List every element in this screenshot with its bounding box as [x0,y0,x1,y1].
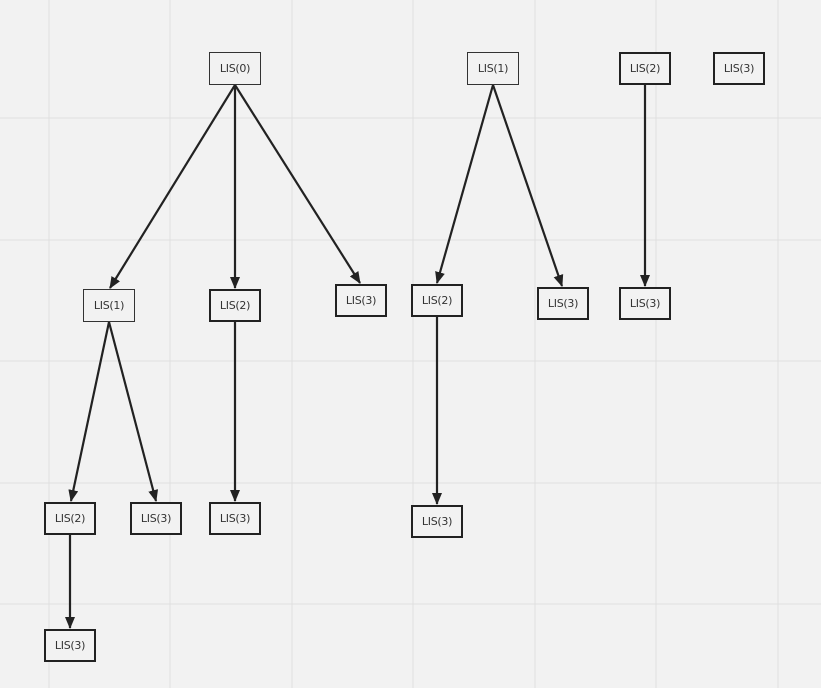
node-lis-2[interactable]: LIS(2) [209,289,261,322]
edge-arrow-n0-n3 [234,84,361,284]
node-lis-2[interactable]: LIS(2) [411,284,463,317]
node-lis-1[interactable]: LIS(1) [83,289,135,322]
edge-arrow-n1-n5 [107,321,159,502]
node-lis-3[interactable]: LIS(3) [411,505,463,538]
node-lis-3[interactable]: LIS(3) [44,629,96,662]
edge-arrow-n1-n4 [68,321,111,502]
node-lis-3[interactable]: LIS(3) [713,52,765,85]
node-lis-3[interactable]: LIS(3) [537,287,589,320]
node-lis-3[interactable]: LIS(3) [619,287,671,320]
node-lis-3[interactable]: LIS(3) [130,502,182,535]
node-lis-3[interactable]: LIS(3) [335,284,387,317]
edge-arrow-n0-n1 [109,84,236,289]
edge-arrow-n8-n10 [491,84,564,287]
node-lis-3[interactable]: LIS(3) [209,502,261,535]
node-lis-1[interactable]: LIS(1) [467,52,519,85]
edge-arrow-n8-n9 [435,84,495,284]
node-lis-2[interactable]: LIS(2) [44,502,96,535]
node-lis-0[interactable]: LIS(0) [209,52,261,85]
node-lis-2[interactable]: LIS(2) [619,52,671,85]
